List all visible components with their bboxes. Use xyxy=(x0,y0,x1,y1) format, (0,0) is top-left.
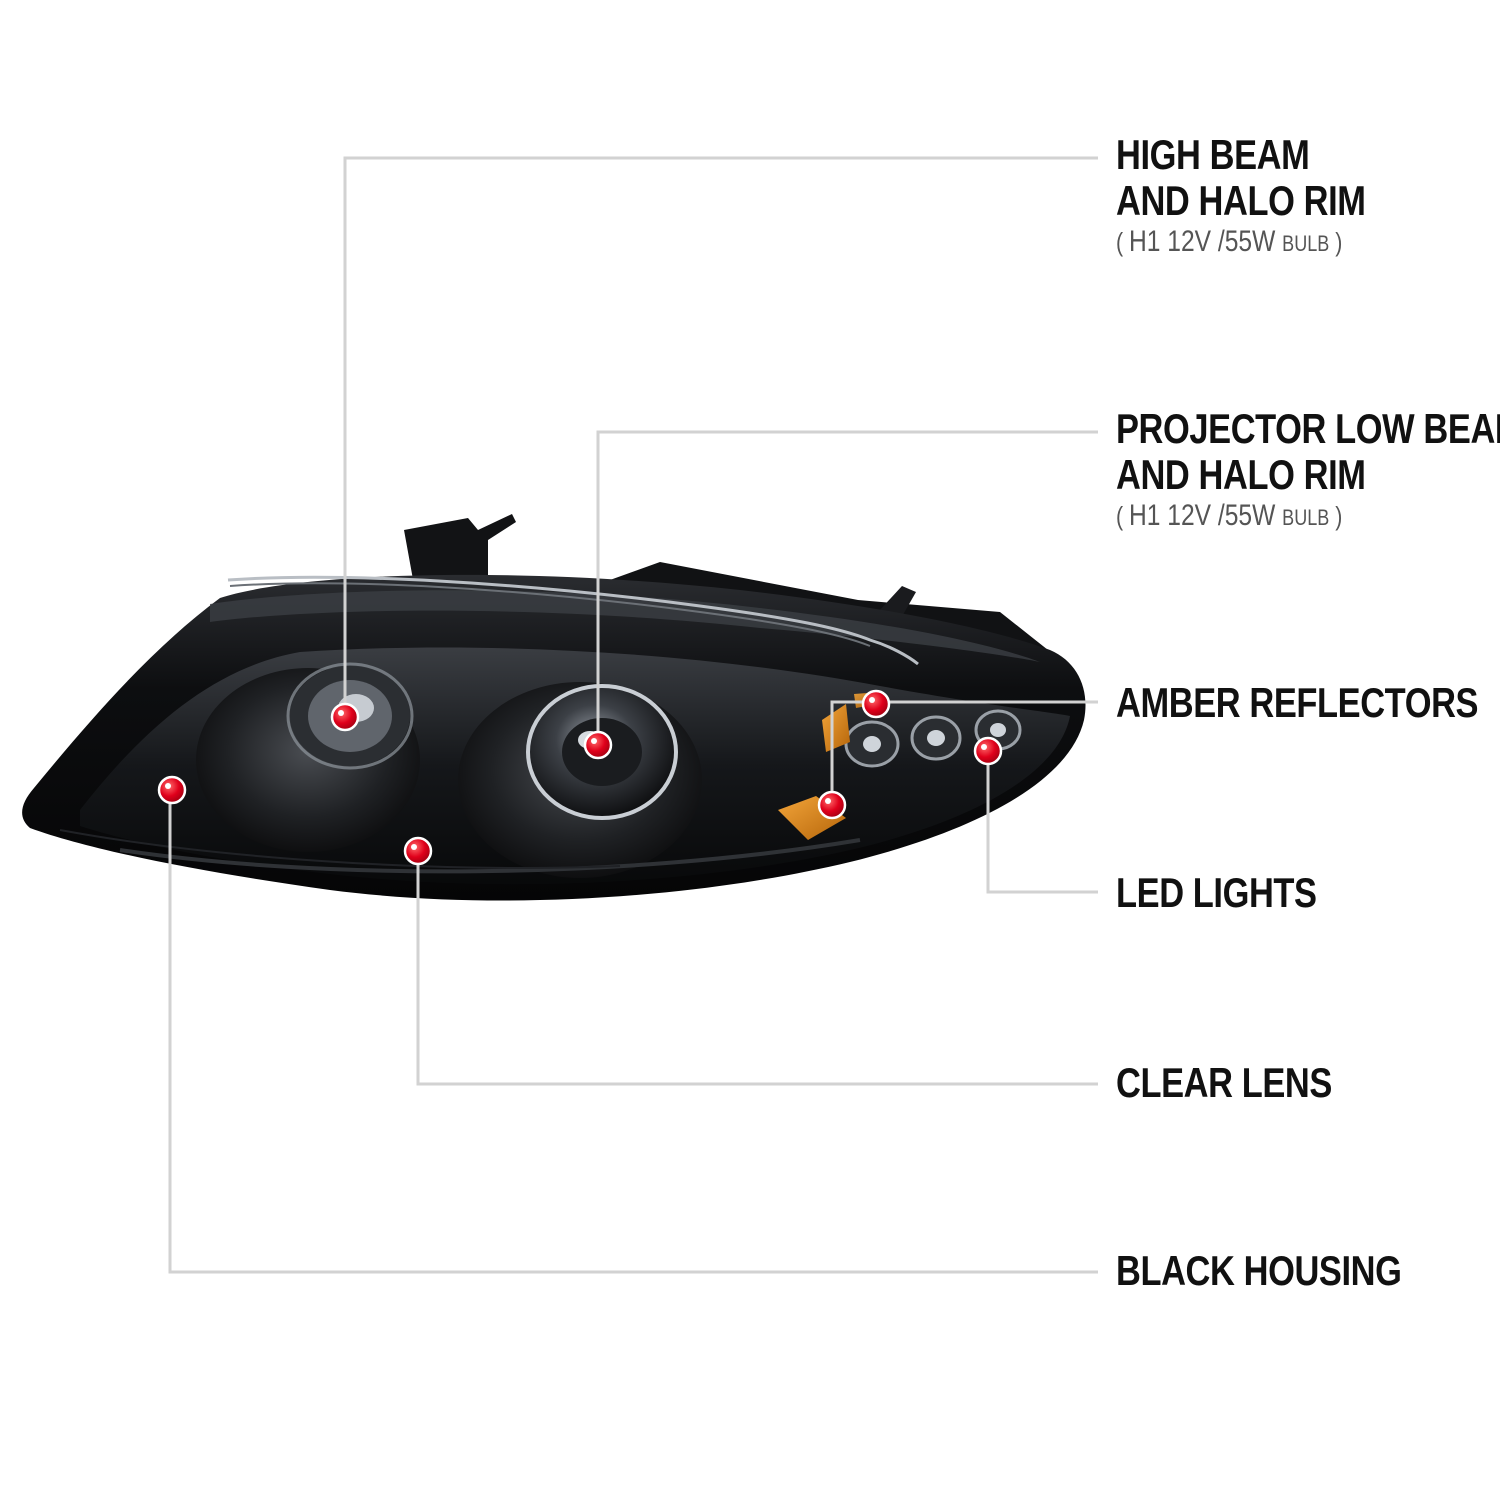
headlight xyxy=(22,514,1086,901)
label-high-beam: HIGH BEAM AND HALO RIM ( H1 12V /55W BUL… xyxy=(1116,132,1366,262)
label-projector-low-beam-line-2: AND HALO RIM xyxy=(1116,451,1366,498)
label-projector-low-beam-spec: ( H1 12V /55W BULB ) xyxy=(1116,499,1343,532)
leader-clear-lens xyxy=(416,850,1098,1086)
marker-amber-reflector-bottom xyxy=(817,790,847,820)
marker-led-lights xyxy=(973,736,1003,766)
label-led-lights-text: LED LIGHTS xyxy=(1116,869,1317,916)
label-clear-lens: CLEAR LENS xyxy=(1116,1060,1332,1106)
label-projector-low-beam-spec-base: H1 12V /55W xyxy=(1129,499,1276,532)
label-projector-low-beam-spec-unit: BULB xyxy=(1282,505,1330,530)
marker-black-housing xyxy=(157,775,187,805)
label-high-beam-spec-unit: BULB xyxy=(1282,231,1330,256)
label-black-housing: BLACK HOUSING xyxy=(1116,1248,1402,1294)
label-clear-lens-text: CLEAR LENS xyxy=(1116,1059,1332,1106)
marker-amber-reflector-top xyxy=(861,689,891,719)
label-high-beam-line-1: HIGH BEAM xyxy=(1116,131,1310,178)
marker-projector-low-beam xyxy=(583,730,613,760)
leader-led-lights xyxy=(986,750,1098,894)
marker-clear-lens xyxy=(403,836,433,866)
label-projector-low-beam: PROJECTOR LOW BEAM AND HALO RIM ( H1 12V… xyxy=(1116,406,1500,536)
leader-black-housing xyxy=(168,790,1098,1274)
amber-reflector-top xyxy=(822,704,850,752)
label-high-beam-spec-base: H1 12V /55W xyxy=(1129,225,1276,258)
leader-lines xyxy=(168,156,1098,1274)
label-black-housing-text: BLACK HOUSING xyxy=(1116,1247,1402,1294)
label-amber-reflectors: AMBER REFLECTORS xyxy=(1116,679,1479,726)
leader-amber-reflectors xyxy=(830,700,1098,804)
label-high-beam-spec: ( H1 12V /55W BULB ) xyxy=(1116,225,1343,258)
markers xyxy=(157,689,1003,866)
label-projector-low-beam-line-1: PROJECTOR LOW BEAM xyxy=(1116,405,1500,452)
marker-high-beam xyxy=(330,702,360,732)
label-amber-reflectors-text: AMBER REFLECTORS xyxy=(1116,679,1479,726)
leader-high-beam xyxy=(343,156,1098,716)
leader-projector-low-beam xyxy=(596,430,1098,744)
label-led-lights: LED LIGHTS xyxy=(1116,870,1317,916)
label-high-beam-line-2: AND HALO RIM xyxy=(1116,177,1366,224)
